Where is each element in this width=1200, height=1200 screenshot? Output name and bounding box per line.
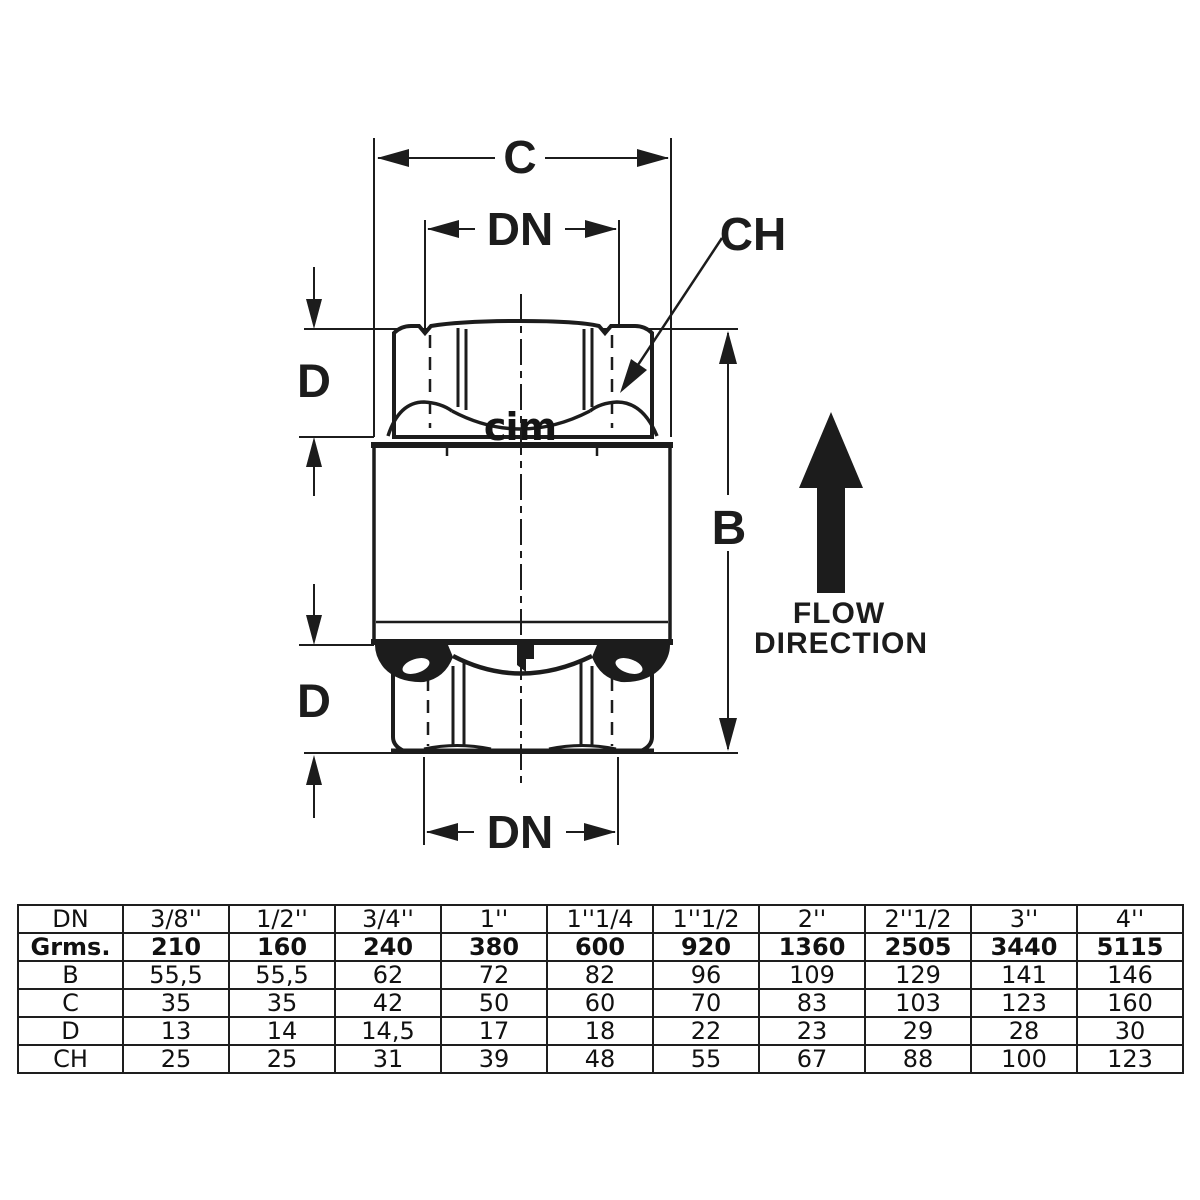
cell: 109 bbox=[758, 960, 866, 990]
cell: 13 bbox=[122, 1016, 230, 1046]
cell: 23 bbox=[758, 1016, 866, 1046]
cell: 72 bbox=[440, 960, 548, 990]
table-row-d: D 13 14 14,5 17 18 22 23 29 28 30 bbox=[17, 1016, 1184, 1046]
cell: 18 bbox=[546, 1016, 654, 1046]
cell: 31 bbox=[334, 1044, 442, 1074]
cell: 160 bbox=[228, 932, 336, 962]
cell: 210 bbox=[122, 932, 230, 962]
cell: 1''1/4 bbox=[546, 904, 654, 934]
row-label: Grms. bbox=[17, 932, 124, 962]
cell: 100 bbox=[970, 1044, 1078, 1074]
cell: 83 bbox=[758, 988, 866, 1018]
cell: 920 bbox=[652, 932, 760, 962]
cell: 14,5 bbox=[334, 1016, 442, 1046]
cell: 129 bbox=[864, 960, 972, 990]
flow-arrow-icon bbox=[799, 412, 863, 488]
dim-label-dn-bottom: DN bbox=[487, 806, 553, 858]
cell: 29 bbox=[864, 1016, 972, 1046]
cell: 3440 bbox=[970, 932, 1078, 962]
cell: 22 bbox=[652, 1016, 760, 1046]
dim-label-c: C bbox=[503, 131, 536, 183]
cell: 25 bbox=[228, 1044, 336, 1074]
cell: 60 bbox=[546, 988, 654, 1018]
flow-direction-arrow: FLOW DIRECTION bbox=[754, 412, 928, 660]
table-row-dn: DN 3/8'' 1/2'' 3/4'' 1'' 1''1/4 1''1/2 2… bbox=[17, 904, 1184, 934]
row-label: B bbox=[17, 960, 124, 990]
dimension-labels: C DN B DN D D bbox=[297, 131, 755, 858]
valve-diagram: cim C DN B DN D D bbox=[297, 131, 928, 858]
cell: 67 bbox=[758, 1044, 866, 1074]
table-row-b: B 55,5 55,5 62 72 82 96 109 129 141 146 bbox=[17, 960, 1184, 990]
row-label: CH bbox=[17, 1044, 124, 1074]
row-label: D bbox=[17, 1016, 124, 1046]
cell: 3'' bbox=[970, 904, 1078, 934]
cell: 14 bbox=[228, 1016, 336, 1046]
dim-label-d-lower: D bbox=[297, 674, 331, 727]
row-label: C bbox=[17, 988, 124, 1018]
cell: 141 bbox=[970, 960, 1078, 990]
cell: 2''1/2 bbox=[864, 904, 972, 934]
cell: 62 bbox=[334, 960, 442, 990]
dim-label-ch: CH bbox=[720, 208, 786, 260]
cell: 2'' bbox=[758, 904, 866, 934]
dim-label-b: B bbox=[712, 502, 747, 555]
cell: 50 bbox=[440, 988, 548, 1018]
cell: 28 bbox=[970, 1016, 1078, 1046]
cell: 42 bbox=[334, 988, 442, 1018]
cell: 35 bbox=[228, 988, 336, 1018]
cell: 35 bbox=[122, 988, 230, 1018]
cell: 48 bbox=[546, 1044, 654, 1074]
table-row-c: C 35 35 42 50 60 70 83 103 123 160 bbox=[17, 988, 1184, 1018]
cell: 2505 bbox=[864, 932, 972, 962]
dim-label-dn-top: DN bbox=[487, 203, 553, 255]
cell: 380 bbox=[440, 932, 548, 962]
cell: 1/2'' bbox=[228, 904, 336, 934]
cell: 5115 bbox=[1076, 932, 1184, 962]
flow-text-line2: DIRECTION bbox=[754, 627, 928, 660]
cell: 123 bbox=[1076, 1044, 1184, 1074]
cell: 1360 bbox=[758, 932, 866, 962]
spec-table: DN 3/8'' 1/2'' 3/4'' 1'' 1''1/4 1''1/2 2… bbox=[17, 904, 1184, 1074]
cell: 55 bbox=[652, 1044, 760, 1074]
row-label: DN bbox=[17, 904, 124, 934]
cell: 82 bbox=[546, 960, 654, 990]
cell: 1'' bbox=[440, 904, 548, 934]
flow-text-line1: FLOW bbox=[793, 597, 885, 630]
cell: 3/8'' bbox=[122, 904, 230, 934]
top-hex-nut: cim bbox=[386, 318, 659, 449]
cell: 160 bbox=[1076, 988, 1184, 1018]
table-row-grams: Grms. 210 160 240 380 600 920 1360 2505 … bbox=[17, 932, 1184, 962]
table-row-ch: CH 25 25 31 39 48 55 67 88 100 123 bbox=[17, 1044, 1184, 1074]
cell: 240 bbox=[334, 932, 442, 962]
cell: 4'' bbox=[1076, 904, 1184, 934]
dimension-arrowheads bbox=[306, 149, 737, 841]
dim-label-d-upper: D bbox=[297, 354, 331, 407]
cell: 30 bbox=[1076, 1016, 1184, 1046]
cell: 17 bbox=[440, 1016, 548, 1046]
ch-callout: CH bbox=[620, 208, 786, 393]
cell: 123 bbox=[970, 988, 1078, 1018]
cell: 88 bbox=[864, 1044, 972, 1074]
valve-seat-junction bbox=[375, 645, 670, 683]
cell: 3/4'' bbox=[334, 904, 442, 934]
cell: 600 bbox=[546, 932, 654, 962]
cell: 39 bbox=[440, 1044, 548, 1074]
cell: 146 bbox=[1076, 960, 1184, 990]
cell: 1''1/2 bbox=[652, 904, 760, 934]
cell: 25 bbox=[122, 1044, 230, 1074]
cell: 96 bbox=[652, 960, 760, 990]
cell: 55,5 bbox=[228, 960, 336, 990]
bottom-hex-nut bbox=[391, 662, 654, 754]
cell: 103 bbox=[864, 988, 972, 1018]
cell: 55,5 bbox=[122, 960, 230, 990]
cell: 70 bbox=[652, 988, 760, 1018]
